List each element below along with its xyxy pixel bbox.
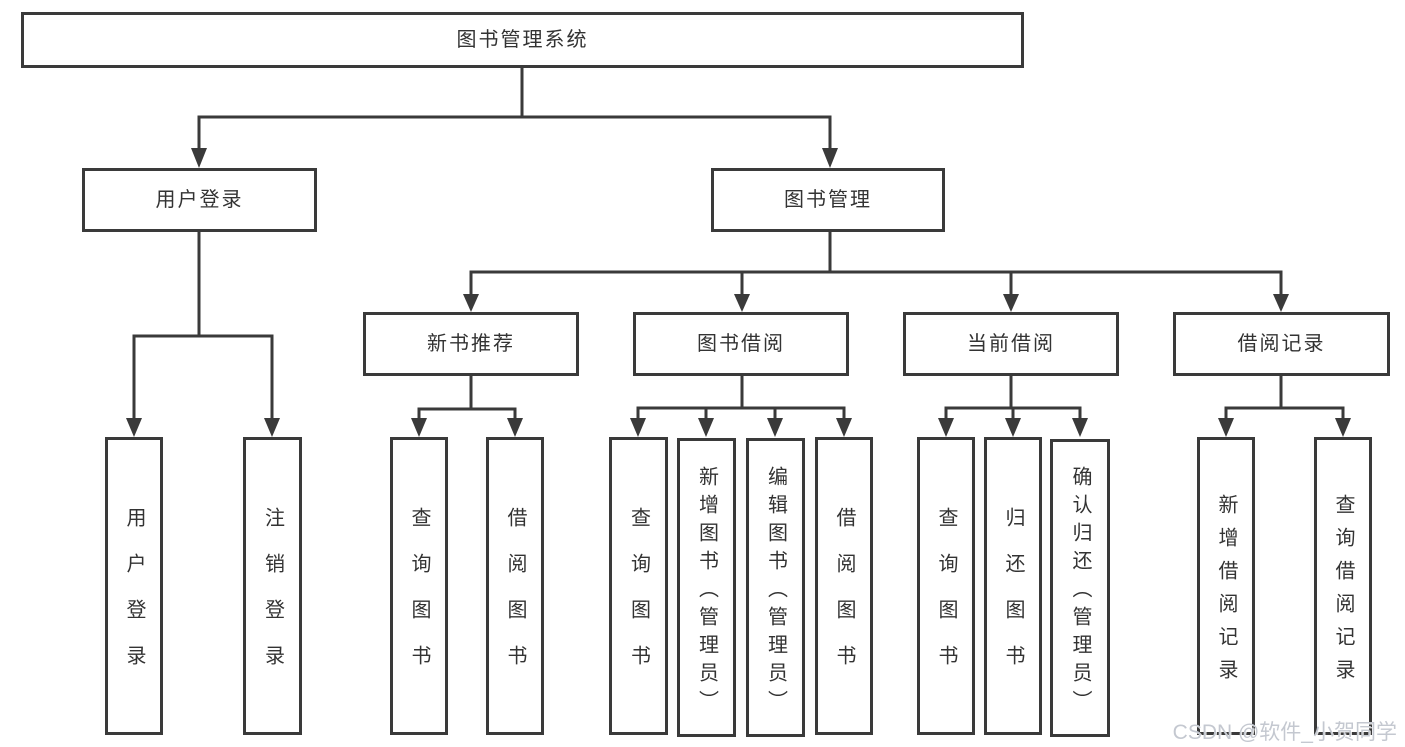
leaf-search-borrow-record: 查询借阅记录: [1314, 437, 1372, 735]
leaf-confirm-return-admin: 确认归还（管理员）: [1050, 439, 1110, 737]
node-library-management-system: 图书管理系统: [21, 12, 1024, 68]
leaf-add-borrow-record-label: 新增借阅记录: [1215, 493, 1237, 692]
node-book-management-label: 图书管理: [784, 189, 872, 211]
leaf-borrow-books: 借阅图书: [486, 437, 544, 735]
leaf-return-books: 归还图书: [984, 437, 1042, 735]
leaf-edit-books-admin-label: 编辑图书（管理员）: [764, 465, 787, 718]
leaf-search-books-label: 查询图书: [935, 507, 957, 691]
node-current-borrowing-label: 当前借阅: [967, 333, 1055, 355]
node-current-borrowing: 当前借阅: [903, 312, 1119, 376]
leaf-return-books-label: 归还图书: [1002, 507, 1024, 691]
leaf-search-books-label: 查询图书: [627, 507, 650, 691]
node-book-borrowing-label: 图书借阅: [697, 333, 785, 355]
leaf-logout: 注销登录: [243, 437, 302, 735]
leaf-borrow-books-label: 借阅图书: [833, 507, 855, 691]
node-user-login-label: 用户登录: [155, 189, 244, 211]
leaf-search-books: 查询图书: [390, 437, 448, 735]
node-new-book-recommendation: 新书推荐: [363, 312, 579, 376]
leaf-search-books-label: 查询图书: [408, 507, 430, 691]
leaf-logout-label: 注销登录: [261, 507, 284, 691]
leaf-add-borrow-record: 新增借阅记录: [1197, 437, 1255, 735]
leaf-search-books: 查询图书: [609, 437, 668, 735]
node-user-login: 用户登录: [82, 168, 317, 232]
node-borrowing-records: 借阅记录: [1173, 312, 1390, 376]
leaf-search-books: 查询图书: [917, 437, 975, 735]
leaf-add-books-admin-label: 新增图书（管理员）: [695, 465, 718, 718]
node-borrowing-records-label: 借阅记录: [1237, 333, 1326, 355]
leaf-borrow-books-label: 借阅图书: [504, 507, 526, 691]
arrowheads: [126, 148, 1351, 437]
leaf-user-login: 用户登录: [105, 437, 163, 735]
node-library-management-system-label: 图书管理系统: [456, 29, 589, 51]
leaf-borrow-books: 借阅图书: [815, 437, 873, 735]
leaf-confirm-return-admin-label: 确认归还（管理员）: [1069, 466, 1091, 718]
node-book-borrowing: 图书借阅: [633, 312, 849, 376]
leaf-search-borrow-record-label: 查询借阅记录: [1332, 493, 1354, 692]
csdn-watermark: CSDN @软件_小贺同学: [1172, 721, 1397, 744]
leaf-edit-books-admin: 编辑图书（管理员）: [746, 438, 805, 737]
leaf-user-login-label: 用户登录: [123, 507, 145, 691]
leaf-add-books-admin: 新增图书（管理员）: [677, 438, 736, 737]
node-new-book-recommendation-label: 新书推荐: [427, 333, 515, 355]
node-book-management: 图书管理: [711, 168, 945, 232]
